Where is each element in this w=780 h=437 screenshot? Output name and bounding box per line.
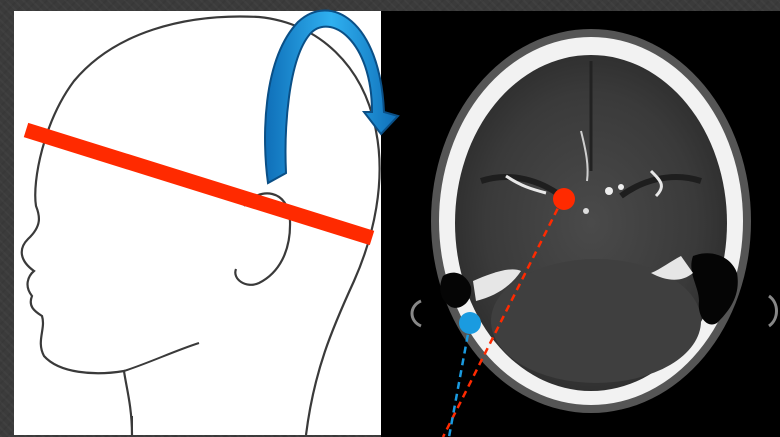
head-profile-panel bbox=[14, 11, 381, 435]
ct-axial-slice bbox=[381, 11, 780, 437]
head-profile-drawing bbox=[14, 11, 381, 435]
posterior-point-marker bbox=[459, 312, 481, 334]
skull-contour bbox=[22, 17, 380, 435]
vessel-3 bbox=[605, 187, 613, 195]
anterior-point-marker bbox=[553, 188, 575, 210]
ear-contour bbox=[235, 193, 290, 284]
jaw-line bbox=[124, 343, 199, 371]
ear-right bbox=[769, 296, 777, 326]
vessel-5 bbox=[583, 208, 589, 214]
posterior-dashed-line bbox=[449, 323, 470, 437]
vessel-4 bbox=[618, 184, 624, 190]
ear-left bbox=[412, 301, 421, 326]
ct-scan-panel bbox=[381, 11, 780, 437]
